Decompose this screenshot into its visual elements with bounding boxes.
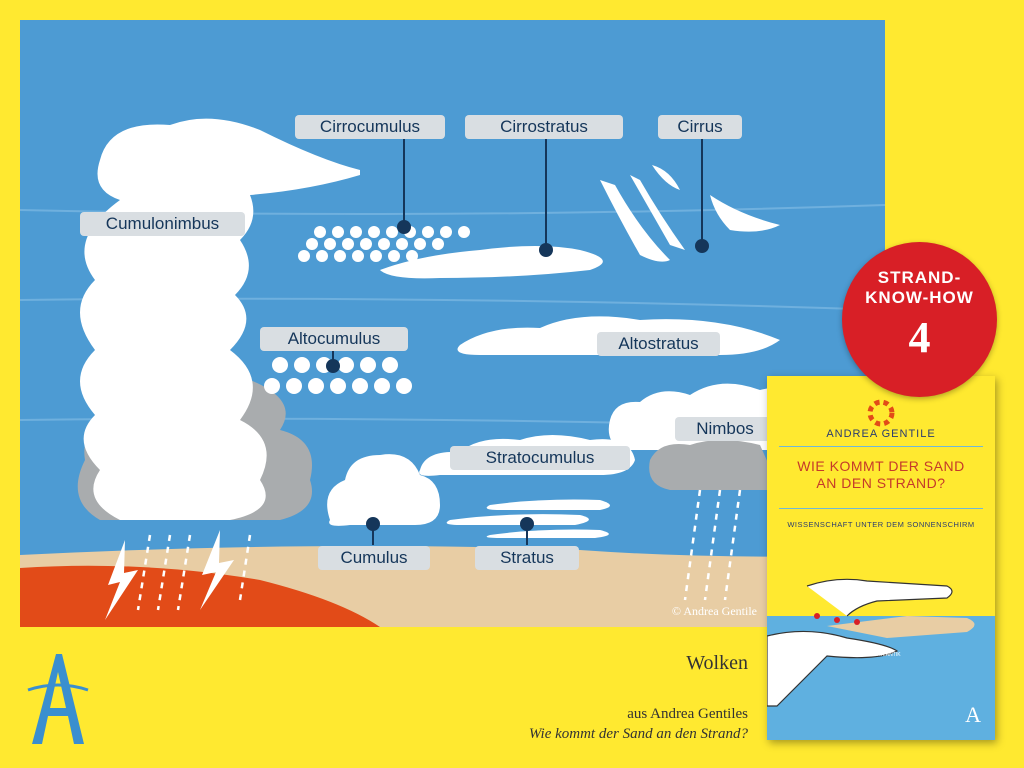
caption-book-title: Wie kommt der Sand an den Strand? bbox=[528, 726, 748, 742]
book-divider bbox=[779, 508, 983, 509]
altocumulus-cloud bbox=[264, 357, 412, 394]
cloud-illustration bbox=[20, 118, 885, 627]
cirrus-cloud bbox=[600, 165, 780, 262]
book-title: WIE KOMMT DER SAND AN DEN STRAND? bbox=[797, 458, 965, 491]
book-publisher: ATLANTIK bbox=[877, 652, 901, 658]
cirrus-marker bbox=[695, 239, 709, 253]
hand-illustration bbox=[767, 578, 975, 707]
label-cirrostratus: Cirrostratus bbox=[465, 115, 623, 139]
cloud-diagram: Cumulonimbus Cirrocumulus Cirrostratus C… bbox=[20, 20, 885, 627]
cirrocumulus-marker bbox=[397, 220, 411, 234]
label-cumulonimbus: Cumulonimbus bbox=[80, 212, 245, 236]
publisher-logo bbox=[26, 650, 90, 746]
label-stratus: Stratus bbox=[475, 546, 579, 570]
rain-lines bbox=[136, 534, 252, 611]
badge-text: STRAND- KNOW-HOW bbox=[865, 268, 974, 307]
badge-number: 4 bbox=[908, 313, 931, 362]
caption-title: Wolken bbox=[686, 652, 748, 674]
lightning-bolt bbox=[105, 540, 138, 620]
lightning-bolt bbox=[200, 530, 234, 610]
book-author: ANDREA GENTILE bbox=[826, 428, 936, 440]
cumulonimbus-cloud bbox=[77, 118, 360, 521]
cumulus-marker bbox=[366, 517, 380, 531]
stratus-marker bbox=[520, 517, 534, 531]
label-stratocumulus: Stratocumulus bbox=[450, 446, 630, 470]
copyright-notice: © Andrea Gentile bbox=[671, 604, 757, 618]
book-divider bbox=[779, 446, 983, 447]
cumulus-cloud bbox=[327, 454, 440, 526]
marker-dots bbox=[326, 220, 709, 531]
atlantik-logo-icon bbox=[27, 654, 89, 744]
cirrostratus-marker bbox=[539, 243, 553, 257]
label-altocumulus: Altocumulus bbox=[260, 327, 408, 351]
label-nimbostratus: Nimbos bbox=[675, 417, 775, 441]
label-cumulus: Cumulus bbox=[318, 546, 430, 570]
book-logo: A bbox=[965, 702, 981, 727]
label-altostratus: Altostratus bbox=[597, 332, 720, 356]
stratus-cloud bbox=[446, 499, 610, 538]
book-cover: ANDREA GENTILE WIE KOMMT DER SAND AN DEN… bbox=[767, 376, 995, 740]
caption-source-line: aus Andrea Gentiles bbox=[627, 706, 748, 722]
cirrocumulus-cloud bbox=[298, 226, 470, 262]
label-cirrocumulus: Cirrocumulus bbox=[295, 115, 445, 139]
marker-lines bbox=[332, 138, 703, 545]
book-subtitle: WISSENSCHAFT UNTER DEM SONNENSCHIRM bbox=[787, 520, 975, 529]
label-cirrus: Cirrus bbox=[658, 115, 742, 139]
life-ring-icon bbox=[867, 399, 895, 427]
strand-know-how-badge: STRAND- KNOW-HOW 4 bbox=[842, 242, 997, 397]
altocumulus-marker bbox=[326, 359, 340, 373]
caption-source: aus Andrea Gentiles Wie kommt der Sand a… bbox=[529, 704, 748, 744]
